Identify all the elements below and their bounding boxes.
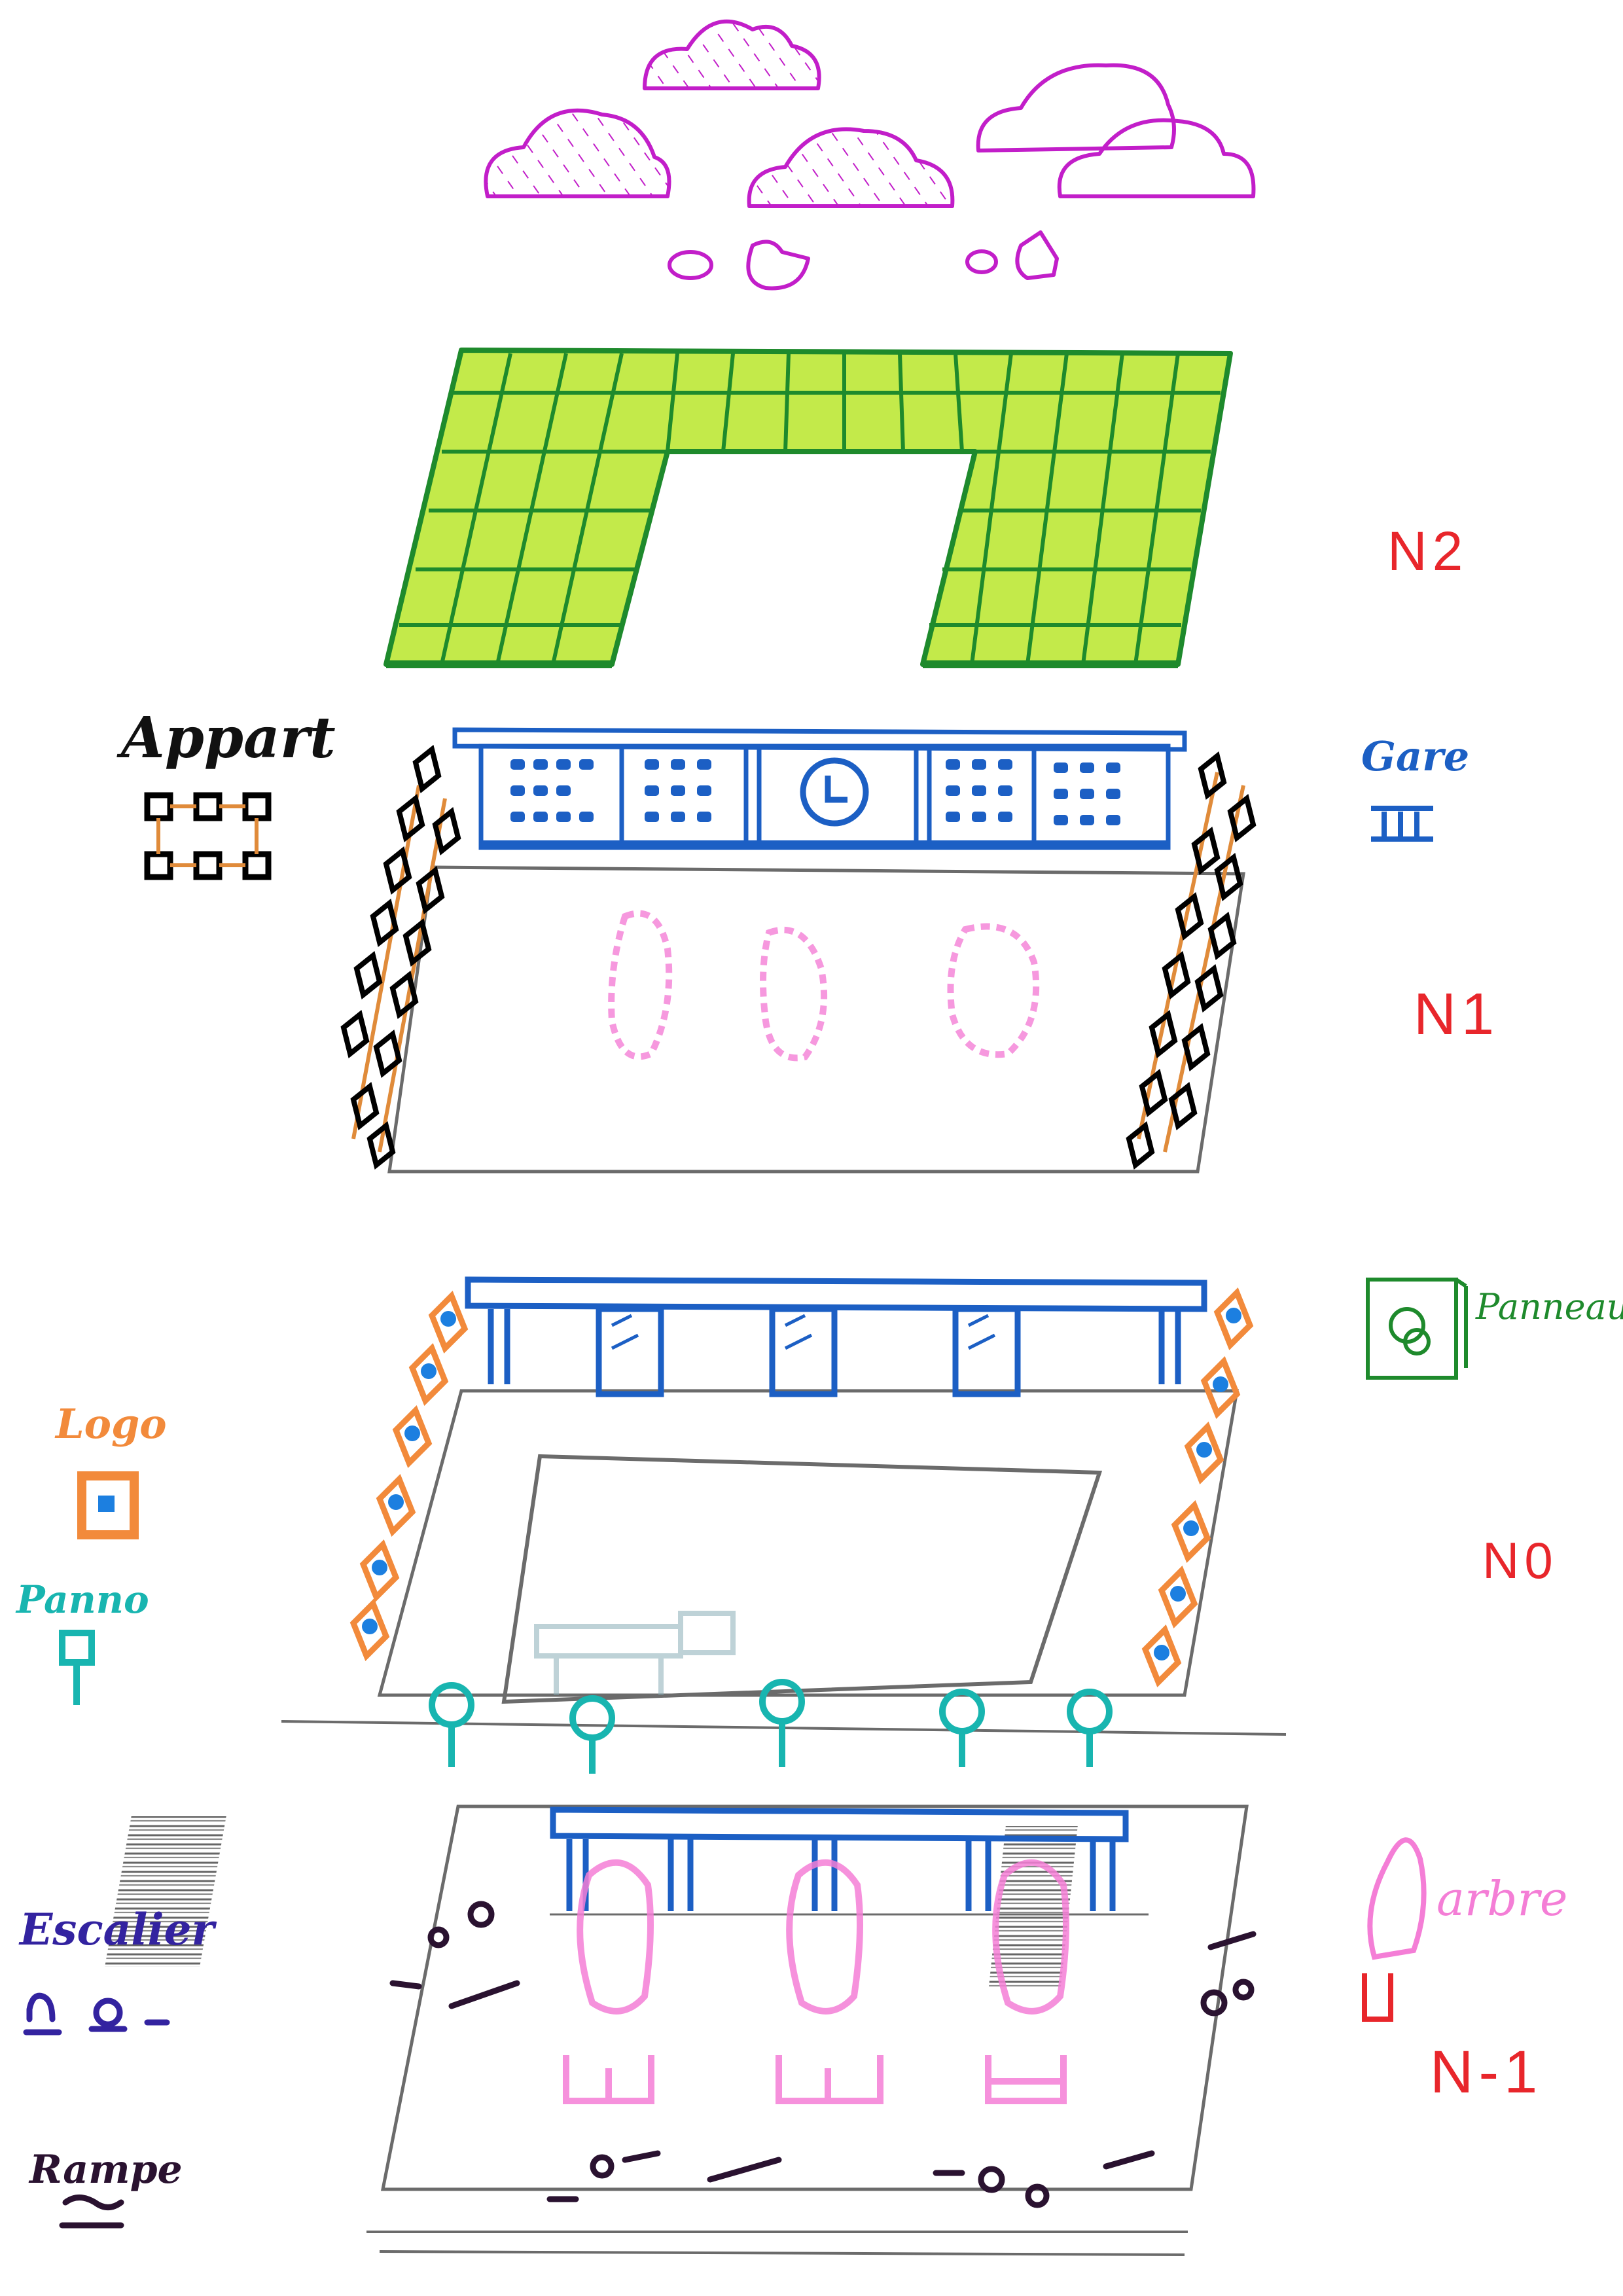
level-n1 (340, 727, 1257, 1174)
inner-court (501, 1454, 1103, 1704)
stairs-icon (23, 1992, 170, 2036)
apartment-right (1126, 751, 1257, 1170)
ramp-icon (59, 2195, 124, 2229)
logo-panels (349, 1287, 1254, 1688)
clock-icon (800, 757, 869, 827)
level-label-n2: N2 (1387, 520, 1469, 582)
legend-panneau: Panneau (1476, 1286, 1623, 1327)
floor-slab (377, 1389, 1239, 1697)
post-icon (759, 1679, 805, 1767)
gare-building (452, 727, 1187, 850)
cloud-icon (976, 63, 1176, 152)
post-icon (1067, 1689, 1113, 1767)
roof-n2 (383, 348, 1233, 668)
cloud-icon (747, 127, 955, 208)
gare-windows (510, 759, 1120, 825)
roof-grid (399, 353, 1221, 665)
logo-icon (77, 1471, 139, 1539)
tree-icon (1362, 1837, 1427, 2022)
gare-legend-icon (1371, 806, 1433, 842)
legend-gare: Gare (1361, 732, 1470, 780)
legend-appart: Appart (121, 705, 336, 771)
cloud-icon (746, 240, 810, 291)
legend-panno: Panno (16, 1577, 149, 1622)
apartment-left (340, 744, 461, 1170)
post-icon (429, 1682, 474, 1767)
legend-logo: Logo (56, 1400, 167, 1448)
cloud-icon (643, 19, 821, 90)
cloud-icon (1057, 118, 1256, 198)
tree-blobs (608, 910, 1040, 1062)
legend-rampe: Rampe (29, 2147, 183, 2193)
level-n-minus-1 (105, 1804, 1257, 2256)
cloud-icon (1015, 230, 1059, 280)
cloud-icon (668, 250, 713, 280)
post-icon (569, 1695, 615, 1774)
court-structure (534, 1611, 736, 1695)
post-row (429, 1679, 1113, 1774)
legend-arbre: arbre (1436, 1871, 1568, 1926)
cloud-icon (484, 108, 671, 198)
level-n0 (281, 1276, 1287, 1774)
cloud-icon (965, 249, 998, 274)
post-icon (939, 1689, 985, 1767)
panneau-icon (1366, 1278, 1468, 1380)
post-icon (59, 1630, 95, 1705)
level-label-n-minus-1: N-1 (1430, 2039, 1543, 2106)
stairs-icon (105, 1816, 226, 1967)
logo-dots (362, 1308, 1241, 1660)
floor-slab (387, 865, 1245, 1174)
floor-slab (380, 1804, 1249, 2191)
legend-escalier: Escalier (20, 1904, 215, 1955)
apartment-icon (144, 792, 272, 880)
tree-icons (563, 1859, 1069, 2104)
level-label-n0: N0 (1482, 1532, 1558, 1589)
clouds (484, 19, 1256, 291)
ramp-marks (389, 1901, 1257, 2208)
gare-n0 (465, 1276, 1207, 1397)
level-label-n1: N1 (1414, 982, 1500, 1047)
gare-n-minus-1 (550, 1806, 1129, 1911)
